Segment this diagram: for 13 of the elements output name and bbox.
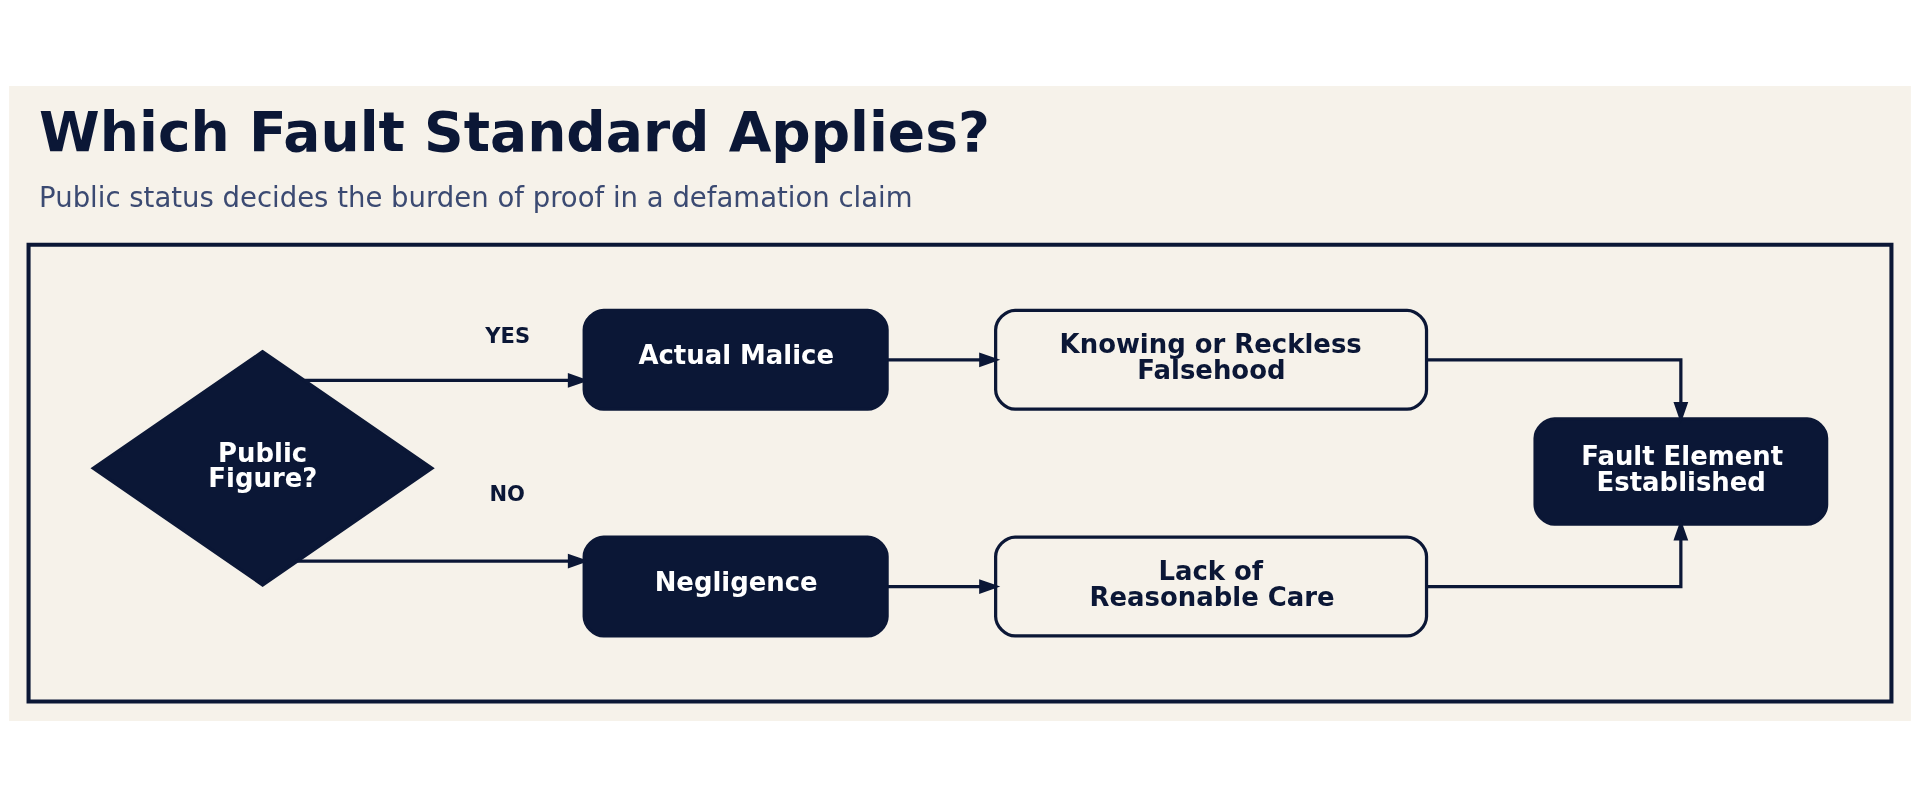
cluster bbox=[26, 242, 1894, 704]
diagram-title: Which Fault Standard Applies? bbox=[39, 99, 990, 164]
arrow bbox=[887, 578, 1001, 594]
node-box: Actual Malice bbox=[582, 308, 889, 411]
node-box: Lack of Reasonable Care bbox=[994, 535, 1429, 638]
node-diamond: Public Figure? bbox=[90, 349, 435, 587]
caption: Public status decides the burden of proof in a defamation claim bbox=[39, 180, 913, 213]
edge-label: NO bbox=[489, 480, 525, 506]
edge-label: YES bbox=[485, 322, 531, 348]
node-box: Knowing or Reckless Falsehood bbox=[994, 308, 1429, 411]
arrow bbox=[887, 351, 1001, 367]
node-box: Negligence bbox=[582, 535, 889, 638]
node-box: Fault Element Established bbox=[1533, 416, 1829, 526]
